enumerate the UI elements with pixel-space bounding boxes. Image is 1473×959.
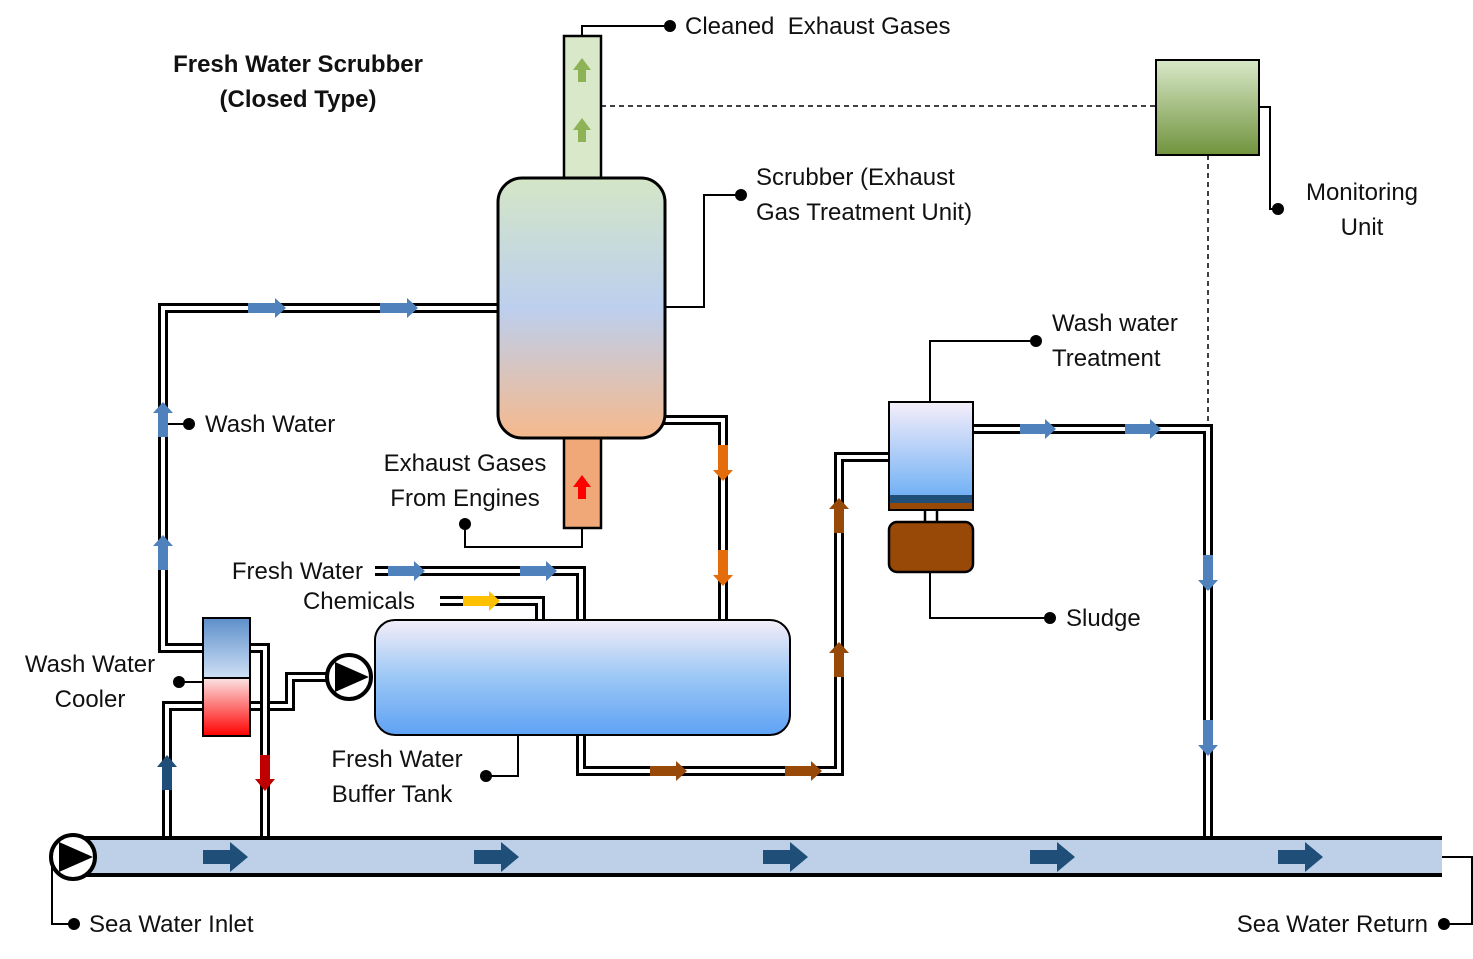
flow-arrow-cooling-return xyxy=(255,755,275,791)
label-treatment-line2: Treatment xyxy=(1052,345,1161,372)
leader-treatment xyxy=(929,340,1036,402)
sludge-tank xyxy=(887,520,975,574)
monitoring-unit xyxy=(1155,59,1260,156)
leader-dots xyxy=(68,20,1450,930)
flow-arrow-exhaust-gas xyxy=(573,475,591,499)
flow-arrow-seawater xyxy=(763,842,808,872)
flow-arrow-dirty-water xyxy=(713,550,733,586)
label-sludge: Sludge xyxy=(1066,605,1141,632)
circulation-pump xyxy=(325,653,373,701)
label-sea-inlet: Sea Water Inlet xyxy=(89,911,254,938)
wash-water-cooler-cold-side xyxy=(202,617,251,679)
label-scrubber-line2: Gas Treatment Unit) xyxy=(756,199,972,226)
flow-arrow-bleed-off xyxy=(829,498,849,533)
label-chemicals: Chemicals xyxy=(303,588,415,615)
flow-arrow-treated-water xyxy=(1020,419,1056,439)
flow-arrow-fresh-water xyxy=(388,561,425,581)
flow-arrow-seawater xyxy=(1278,842,1323,872)
label-exhaust-inlet-line2: From Engines xyxy=(390,485,539,512)
pipe-scrubber-to-buffer xyxy=(663,415,728,620)
label-cooler-line2: Cooler xyxy=(55,686,126,713)
flow-arrow-treated-water xyxy=(1198,555,1218,591)
sea-water-pump xyxy=(49,833,97,881)
label-monitoring-line1: Monitoring xyxy=(1306,179,1418,206)
flow-arrow-wash-water xyxy=(380,298,418,318)
label-cooler-line1: Wash Water xyxy=(25,651,155,678)
leader-buffer xyxy=(486,735,519,777)
wash-water-cooler-hot-side xyxy=(202,677,251,737)
label-sea-return: Sea Water Return xyxy=(1237,911,1428,938)
leader-sea-inlet xyxy=(51,857,74,925)
pipe-treatment-to-sea xyxy=(972,424,1213,838)
label-buffer-line1: Fresh Water xyxy=(331,746,462,773)
pipe-buffer-to-treatment xyxy=(576,452,890,776)
diagram-title-line2: (Closed Type) xyxy=(220,86,377,113)
flow-arrow-seawater xyxy=(1030,842,1075,872)
treatment-settled-layer xyxy=(890,495,972,503)
fresh-water-buffer-tank xyxy=(374,619,791,736)
scrubber-vessel xyxy=(496,176,667,440)
leader-cleaned-exhaust xyxy=(581,25,670,36)
pipe-seawater-to-cooler xyxy=(162,701,203,838)
label-cleaned-exhaust: Cleaned Exhaust Gases xyxy=(685,13,951,40)
label-wash-water: Wash Water xyxy=(205,411,335,438)
leader-exhaust-inlet xyxy=(464,524,583,548)
leader-sludge xyxy=(929,572,1050,619)
label-fresh-water: Fresh Water xyxy=(232,558,363,585)
flow-arrow-dirty-water xyxy=(713,445,733,481)
flow-arrow-chemicals xyxy=(463,591,500,611)
label-buffer-line2: Buffer Tank xyxy=(332,781,454,808)
leader-sea-return xyxy=(1442,856,1473,925)
flow-arrow-seawater xyxy=(474,842,519,872)
label-treatment-line1: Wash water xyxy=(1052,310,1178,337)
flow-arrow-wash-water xyxy=(153,402,173,437)
label-scrubber-line1: Scrubber (Exhaust xyxy=(756,164,955,191)
flow-arrow-bleed-off xyxy=(829,642,849,677)
flow-arrow-seawater xyxy=(203,842,248,872)
leader-scrubber xyxy=(665,194,741,308)
flow-arrow-cleaned-gas xyxy=(573,58,591,82)
sludge-connector xyxy=(923,510,939,522)
pipe-wash-water-loop xyxy=(158,303,498,653)
flow-arrow-seawater-cooling xyxy=(157,755,177,790)
wash-water-treatment-unit xyxy=(888,401,974,511)
flow-arrow-wash-water xyxy=(248,298,286,318)
pipe-fresh-water-supply xyxy=(375,566,586,620)
flow-arrow-bleed-off xyxy=(650,761,687,781)
sea-water-main-pipe xyxy=(73,838,1442,875)
flow-arrow-wash-water xyxy=(153,535,173,570)
flow-arrow-treated-water xyxy=(1198,720,1218,756)
flow-arrow-treated-water xyxy=(1125,419,1161,439)
cleaned-gas-stack xyxy=(562,34,603,182)
treatment-sludge-layer xyxy=(890,503,972,509)
flow-arrow-bleed-off xyxy=(785,761,822,781)
flow-arrow-cleaned-gas xyxy=(573,118,591,142)
diagram-title-line1: Fresh Water Scrubber xyxy=(173,51,423,78)
label-monitoring-line2: Unit xyxy=(1341,214,1384,241)
flow-arrow-fresh-water xyxy=(520,561,557,581)
leader-monitoring xyxy=(1259,106,1278,210)
pipe-cooler-to-sea xyxy=(250,643,270,838)
label-exhaust-inlet-line1: Exhaust Gases xyxy=(384,450,547,477)
